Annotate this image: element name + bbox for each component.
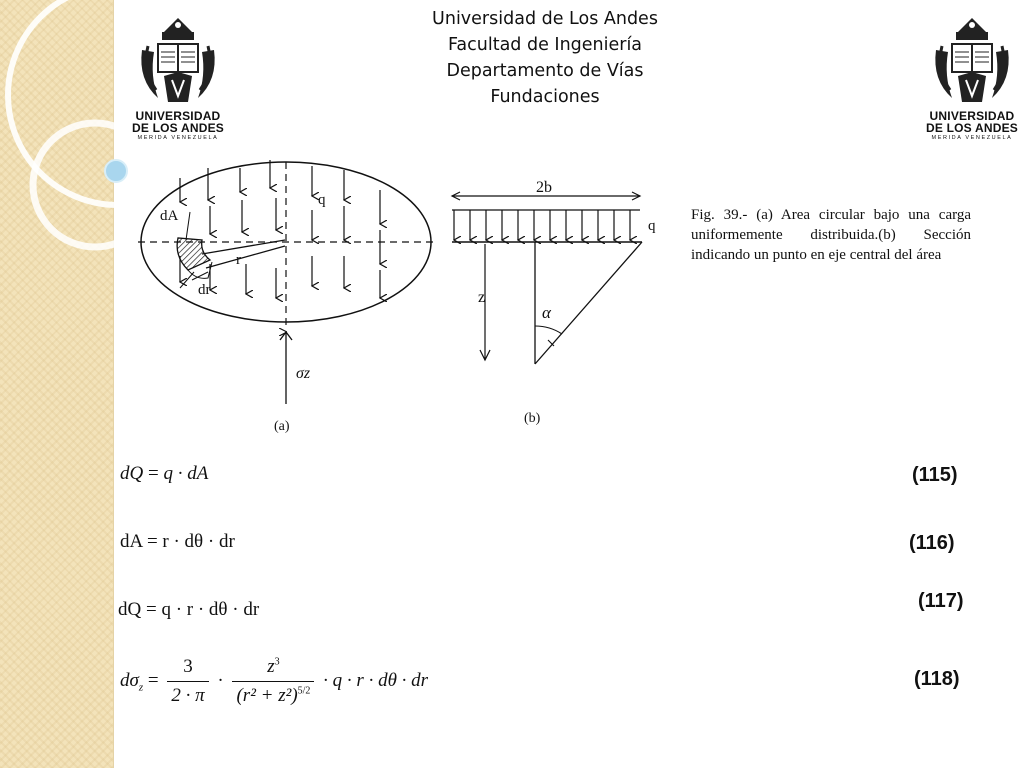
header-course: Fundaciones	[490, 87, 600, 107]
logo-location: MERIDA VENEZUELA	[931, 135, 1013, 141]
logo-name-line1: UNIVERSIDAD	[135, 109, 221, 123]
equation-117: dQ = q · r · dθ · dr	[118, 599, 260, 620]
decorative-circles	[5, 0, 231, 251]
diagram-a: dA q r dr σz (a)	[138, 160, 434, 434]
label-b: (b)	[524, 411, 541, 426]
label-sigma-z: σz	[296, 365, 311, 382]
equation-118: dσz = 3 2 · π · z3 (r² + z²)5/2 · q · r …	[120, 656, 429, 707]
eq118-num2: z	[267, 656, 275, 677]
label-2b: 2b	[536, 179, 552, 196]
eq118-den2: (r² + z²)	[236, 685, 298, 706]
label-q-a: q	[318, 192, 326, 208]
eq118-lhs: dσ	[120, 669, 139, 691]
university-logo-right: UNIVERSIDAD DE LOS ANDES MERIDA VENEZUEL…	[922, 10, 1022, 150]
eq118-fraction-1: 3 2 · π	[167, 656, 209, 707]
eq116-lhs: dA	[120, 531, 143, 552]
seal-icon	[935, 18, 1009, 102]
diagram-b: 2b q z α (b)	[450, 179, 656, 426]
eq116-rhs: r · dθ · dr	[162, 531, 235, 552]
equation-number-117: (117)	[918, 590, 964, 612]
label-z: z	[478, 289, 485, 306]
load-arrows-b	[454, 210, 630, 240]
equation-116: dA = r · dθ · dr	[120, 531, 235, 552]
area-element-dA	[176, 237, 212, 271]
document-header: Universidad de Los Andes Facultad de Ing…	[380, 6, 710, 110]
logo-name-line2: DE LOS ANDES	[132, 121, 224, 135]
eq115-rhs: q · dA	[163, 463, 209, 484]
equation-number-115: (115)	[912, 464, 958, 486]
eq118-num1: 3	[167, 656, 209, 682]
figure-39: dA q r dr σz (a) 2b q	[138, 160, 656, 434]
load-arrows-a	[180, 160, 380, 298]
logo-name-line2: DE LOS ANDES	[926, 121, 1018, 135]
label-r: r	[236, 252, 241, 268]
equation-number-118: (118)	[914, 668, 960, 690]
university-logo-left: UNIVERSIDAD DE LOS ANDES MERIDA VENEZUEL…	[128, 10, 228, 150]
header-faculty: Facultad de Ingeniería	[447, 35, 643, 55]
header-department: Departamento de Vías	[446, 61, 644, 81]
eq117-rhs: q · r · dθ · dr	[161, 599, 260, 620]
header-university: Universidad de Los Andes	[432, 9, 658, 29]
eq118-num2-exp: 3	[274, 656, 280, 668]
eq118-den2-exp: 5/2	[297, 685, 311, 697]
figure-caption: Fig. 39.- (a) Area circular bajo una car…	[691, 207, 971, 263]
accent-dot	[104, 159, 128, 183]
eq118-fraction-2: z3 (r² + z²)5/2	[232, 656, 315, 707]
equation-115: dQ = q · dA	[120, 463, 209, 484]
label-q-b: q	[648, 218, 656, 234]
eq118-tail: · q · r · dθ · dr	[323, 669, 429, 691]
logo-name-line1: UNIVERSIDAD	[929, 109, 1015, 123]
label-dr: dr	[198, 282, 211, 298]
label-alpha: α	[542, 303, 552, 322]
equation-number-116: (116)	[909, 532, 955, 554]
label-dA: dA	[160, 208, 179, 224]
eq118-lhs-sub: z	[138, 681, 144, 694]
eq115-lhs: dQ	[120, 463, 144, 484]
eq117-lhs: dQ	[118, 599, 142, 620]
left-decorative-band	[0, 0, 114, 768]
label-a: (a)	[274, 419, 290, 434]
seal-icon	[141, 18, 215, 102]
logo-location: MERIDA VENEZUELA	[137, 135, 219, 141]
eq118-den1: 2 · π	[171, 685, 205, 706]
